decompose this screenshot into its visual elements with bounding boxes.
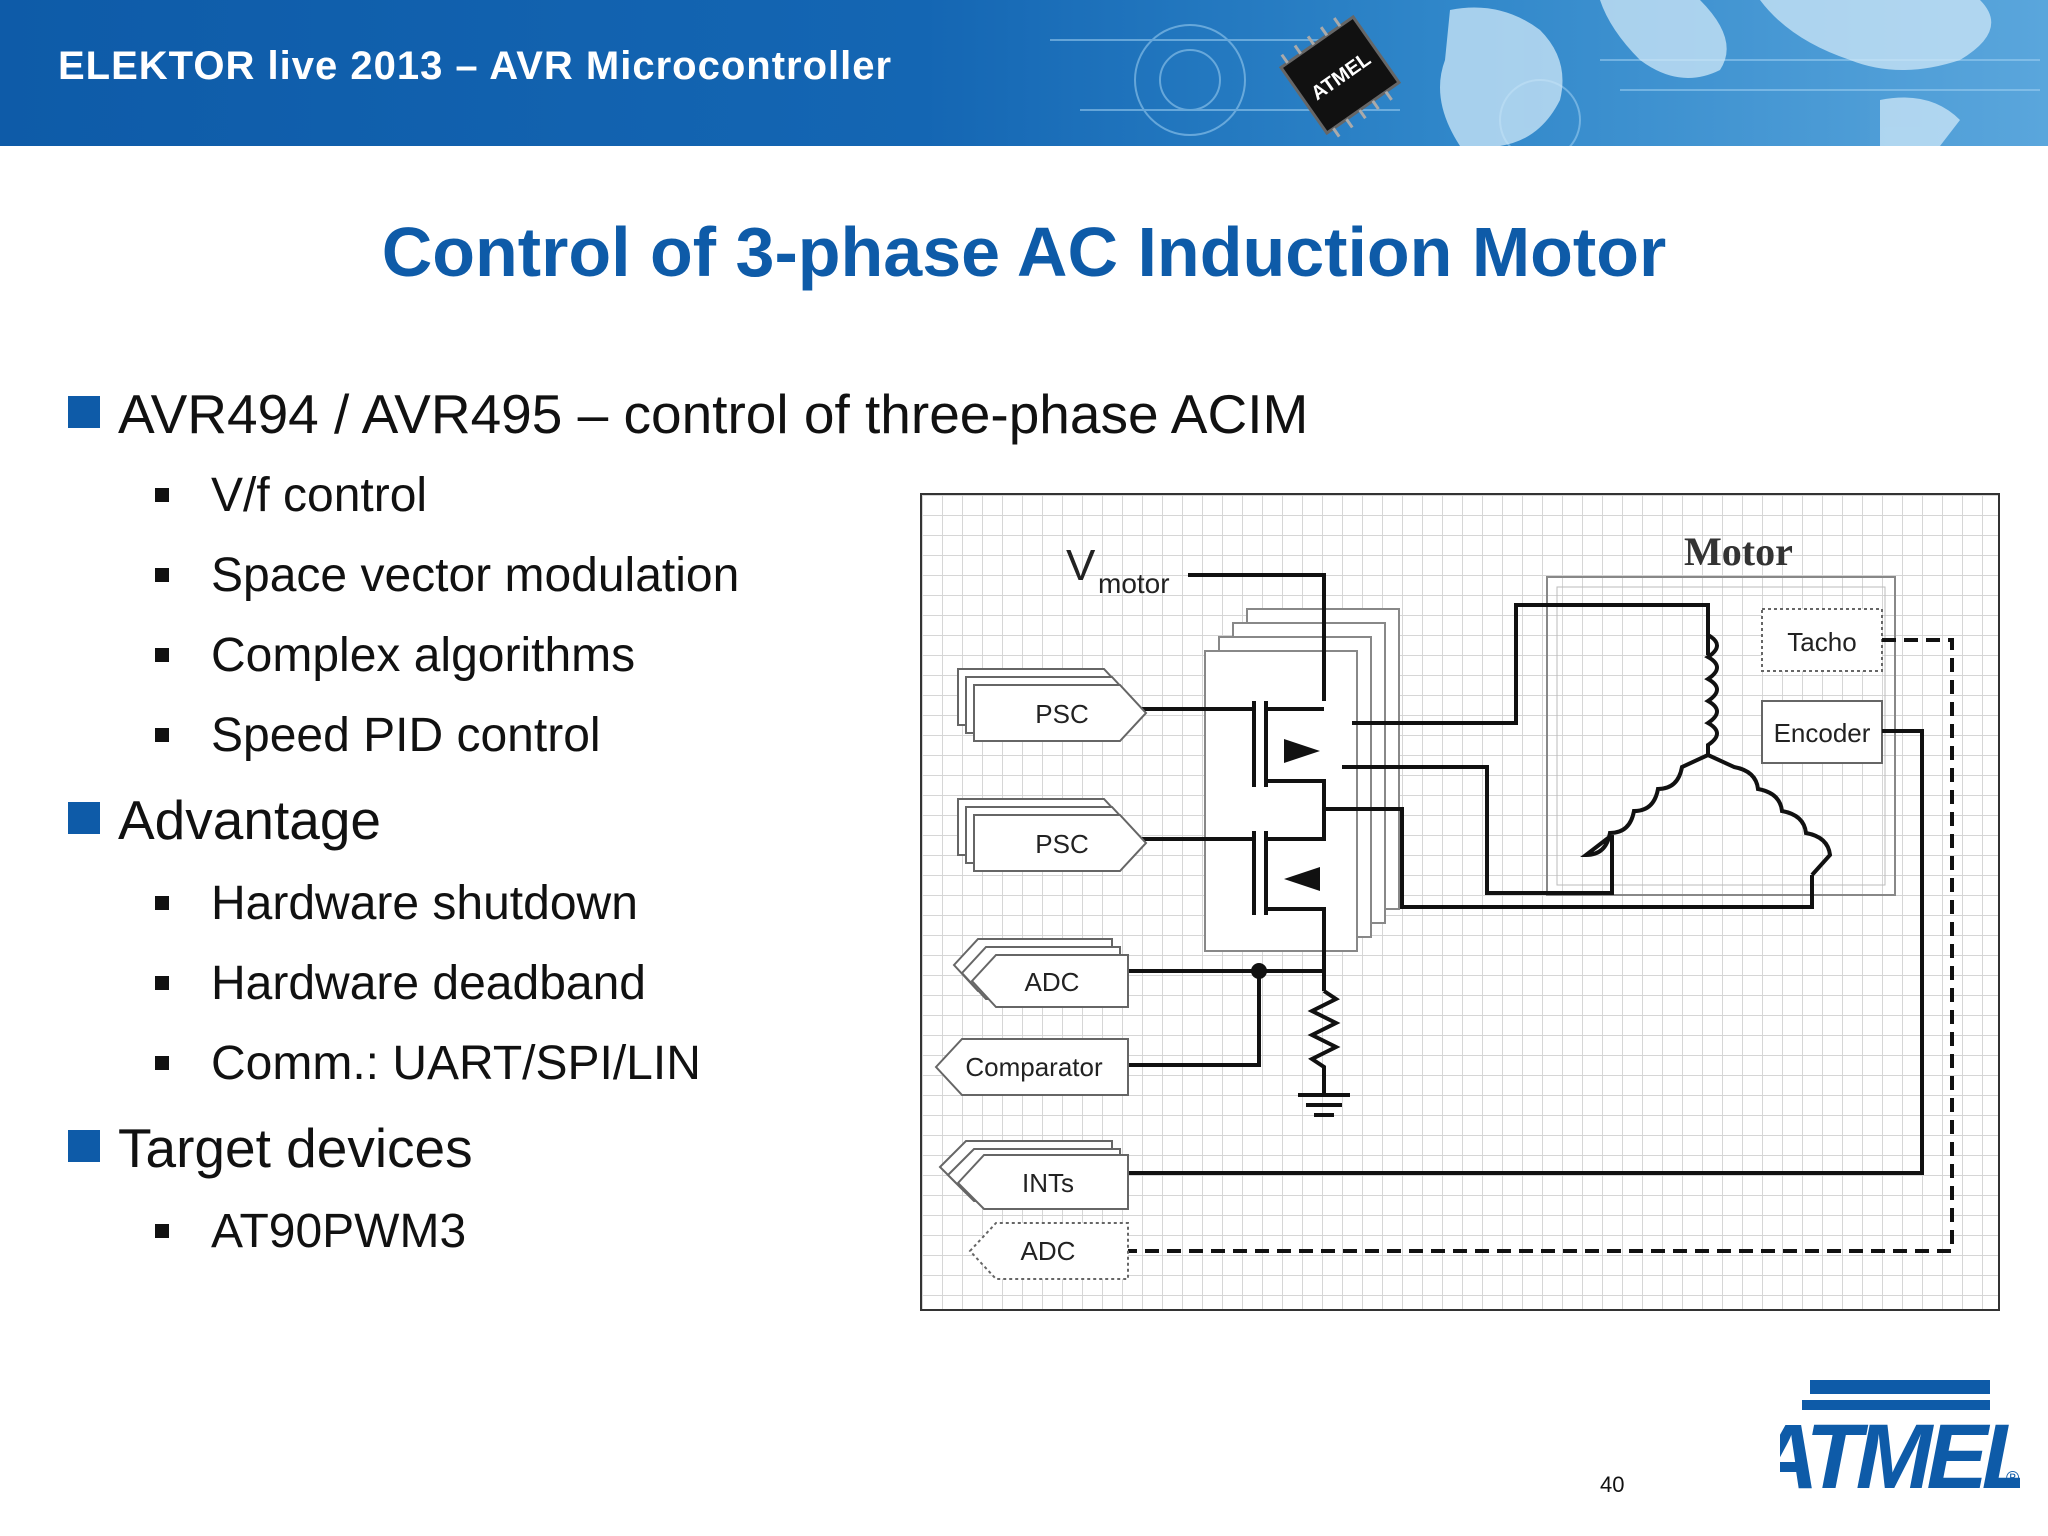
sub-bullet-icon — [155, 488, 169, 502]
sub-bullet-icon — [155, 568, 169, 582]
svg-text:ADC: ADC — [1021, 1236, 1076, 1266]
sub-bullet-text: Complex algorithms — [211, 629, 636, 682]
adc-block-1: ADC — [952, 938, 1129, 1008]
sub-bullet-icon — [155, 1056, 169, 1070]
page-number: 40 — [1600, 1472, 1625, 1497]
motor-coils — [1580, 605, 1833, 877]
sub-bullet-icon — [155, 896, 169, 910]
sub-bullet-text: V/f control — [211, 469, 428, 522]
transistor-arrow — [1284, 739, 1320, 763]
svg-text:Comparator: Comparator — [965, 1052, 1103, 1082]
tacho-box — [1761, 608, 1883, 672]
ints-block: INTs — [938, 1140, 1129, 1210]
header-banner: ATMEL ELEKTOR live 2013 – AVR Microcontr… — [0, 0, 2048, 146]
svg-text:PSC: PSC — [1035, 829, 1088, 859]
circuit-wires — [1128, 573, 1924, 1175]
tacho-dashed-wire — [1128, 638, 1954, 1253]
sub-bullet-text: Hardware shutdown — [211, 877, 638, 930]
psc-block-2: PSC — [957, 798, 1148, 872]
sub-bullet-text: Speed PID control — [211, 709, 601, 762]
header-decoration: ATMEL — [1050, 0, 2040, 146]
vmotor-subscript: motor — [1098, 568, 1170, 599]
svg-text:PSC: PSC — [1035, 699, 1088, 729]
motor-frame — [1546, 576, 1896, 896]
svg-text:INTs: INTs — [1022, 1168, 1074, 1198]
bullet-square-icon — [68, 802, 100, 834]
encoder-label: Encoder — [1774, 718, 1871, 748]
sub-bullet-icon — [155, 1224, 169, 1238]
sub-bullet-text: Hardware deadband — [211, 957, 646, 1010]
sub-bullet-text: AT90PWM3 — [211, 1205, 467, 1258]
svg-text:®: ® — [2006, 1468, 2019, 1488]
sub-bullet-icon — [155, 728, 169, 742]
sub-bullet-icon — [155, 976, 169, 990]
header-title: ELEKTOR live 2013 – AVR Microcontroller — [58, 44, 893, 88]
bullet-text: Advantage — [118, 789, 381, 851]
bullet-text: Target devices — [118, 1117, 473, 1179]
header-chip-icon: ATMEL — [1278, 14, 1402, 138]
psc-block-1: PSC — [957, 668, 1148, 742]
sub-bullet-icon — [155, 648, 169, 662]
bullet-text: AVR494 / AVR495 – control of three-phase… — [118, 383, 1309, 445]
svg-text:ATMEL: ATMEL — [1780, 1406, 2020, 1498]
transistor-arrow — [1284, 867, 1320, 891]
motor-label: Motor — [1684, 529, 1793, 574]
svg-text:ADC: ADC — [1025, 967, 1080, 997]
junction-dot — [1251, 963, 1267, 979]
bullet-square-icon — [68, 1130, 100, 1162]
encoder-box — [1761, 700, 1883, 764]
motor-control-diagram: V motor Motor Tacho Encoder — [920, 493, 2000, 1311]
atmel-logo: ATMEL ® — [1780, 1380, 2020, 1498]
tacho-label: Tacho — [1787, 627, 1856, 657]
bullet-square-icon — [68, 396, 100, 428]
comparator-block: Comparator — [934, 1038, 1129, 1096]
vmotor-label: V — [1066, 541, 1096, 590]
slide-title: Control of 3-phase AC Induction Motor — [381, 213, 1667, 291]
sub-bullet-text: Comm.: UART/SPI/LIN — [211, 1037, 701, 1090]
adc-block-2: ADC — [968, 1222, 1129, 1280]
sub-bullet-text: Space vector modulation — [211, 549, 740, 602]
